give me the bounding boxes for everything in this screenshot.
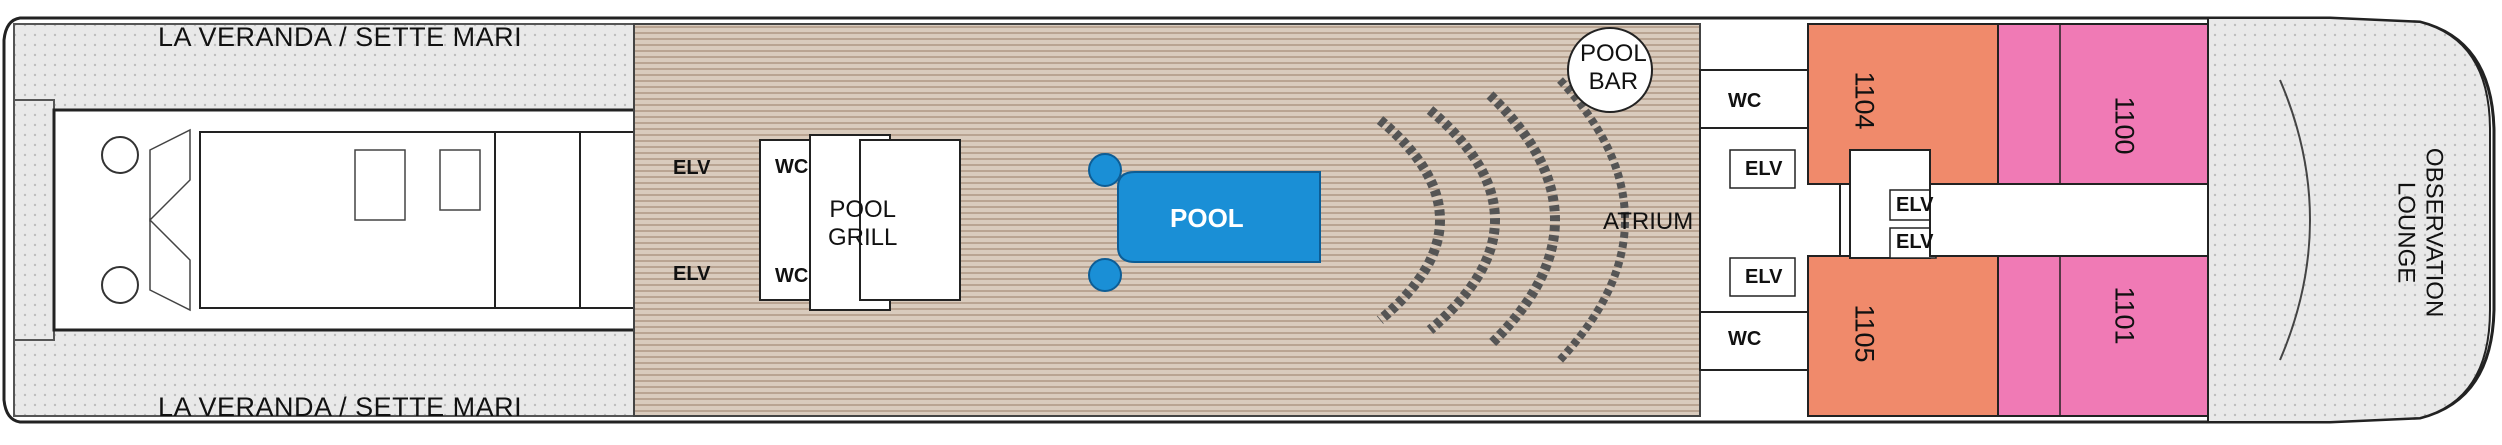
elv-label-2: ELV bbox=[673, 263, 711, 285]
suite-1100 bbox=[1997, 23, 2209, 185]
hot-tub-top bbox=[1088, 153, 1122, 187]
elv-label-5: ELV bbox=[1896, 194, 1934, 216]
elv-label-4: ELV bbox=[1745, 266, 1783, 288]
observation-lounge-label: OBSERVATION LOUNGE bbox=[2392, 147, 2448, 318]
suite-1101-label: 1101 bbox=[2109, 286, 2140, 345]
veranda-terrace-bottom bbox=[13, 315, 635, 417]
wc-label-2: WC bbox=[775, 265, 809, 287]
wc-label-4: WC bbox=[1728, 328, 1762, 350]
elv-label-1: ELV bbox=[673, 157, 711, 179]
wc-label-1: WC bbox=[775, 156, 809, 178]
pool-bar-label: POOL BAR bbox=[1580, 40, 1647, 95]
wc-label-3: WC bbox=[1728, 90, 1762, 112]
elv-label-6: ELV bbox=[1896, 231, 1934, 253]
veranda-terrace-top bbox=[13, 23, 635, 125]
elv-label-3: ELV bbox=[1745, 158, 1783, 180]
hot-tub-bottom bbox=[1088, 258, 1122, 292]
observation-lounge bbox=[2207, 17, 2491, 423]
venue-label-bottom: LA VERANDA / SETTE MARI bbox=[158, 392, 523, 422]
suite-1105 bbox=[1807, 255, 1999, 417]
pool-grill-label: POOL GRILL bbox=[828, 196, 898, 251]
pool-bar bbox=[1567, 27, 1653, 113]
atrium-label: ATRIUM bbox=[1603, 208, 1694, 235]
pool bbox=[1117, 171, 1321, 263]
venue-label-top: LA VERANDA / SETTE MARI bbox=[158, 22, 523, 52]
pool-label: POOL bbox=[1170, 203, 1244, 233]
suite-1101 bbox=[1997, 255, 2209, 417]
suite-1104-label: 1104 bbox=[1849, 71, 1880, 130]
suite-1105-label: 1105 bbox=[1849, 304, 1880, 363]
suite-1100-label: 1100 bbox=[2109, 96, 2140, 155]
